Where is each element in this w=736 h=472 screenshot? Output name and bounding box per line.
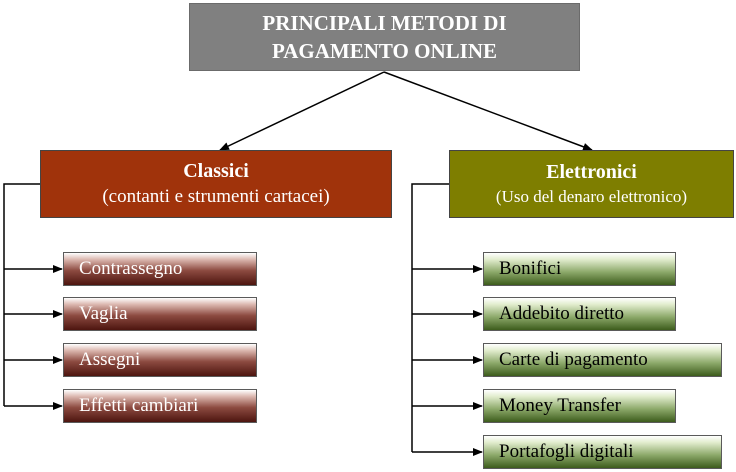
elettronici-heading: Elettronici xyxy=(546,160,637,183)
classici-item-vaglia: Vaglia xyxy=(63,297,257,331)
classici-item-label: Effetti cambiari xyxy=(79,395,199,416)
elettronici-subtitle: (Uso del denaro elettronico) xyxy=(495,186,688,206)
classici-item-label: Vaglia xyxy=(79,303,128,324)
classici-trunk-line xyxy=(3,183,40,406)
diagram-title-line-2: PAGAMENTO ONLINE xyxy=(272,39,497,63)
elettronici-item-label: Money Transfer xyxy=(499,395,621,416)
elettronici-category-box: Elettronici (Uso del denaro elettronico) xyxy=(449,150,734,218)
elettronici-item-label: Bonifici xyxy=(499,258,562,279)
classici-item-effetti-cambiari: Effetti cambiari xyxy=(63,389,257,423)
elettronici-item-label: Addebito diretto xyxy=(499,303,625,324)
elettronici-item-carte-di-pagamento: Carte di pagamento xyxy=(483,343,722,377)
elettronici-item-money-transfer: Money Transfer xyxy=(483,389,676,423)
elettronici-item-bonifici: Bonifici xyxy=(483,252,676,286)
elettronici-item-addebito-diretto: Addebito diretto xyxy=(483,297,676,331)
arrow-to-classici xyxy=(219,71,385,151)
elettronici-trunk-line xyxy=(411,183,449,452)
classici-item-label: Assegni xyxy=(79,349,141,370)
classici-heading: Classici xyxy=(183,159,249,182)
arrow-to-elettronici xyxy=(383,71,593,151)
diagram-title-line-1: PRINCIPALI METODI DI xyxy=(262,11,507,35)
classici-item-assegni: Assegni xyxy=(63,343,257,377)
classici-item-label: Contrassegno xyxy=(79,258,183,279)
diagram-title-box: PRINCIPALI METODI DI PAGAMENTO ONLINE xyxy=(189,3,580,71)
elettronici-item-label: Carte di pagamento xyxy=(499,349,648,370)
elettronici-item-label: Portafogli digitali xyxy=(499,441,634,462)
classici-item-contrassegno: Contrassegno xyxy=(63,252,257,286)
classici-category-box: Classici (contanti e strumenti cartacei) xyxy=(40,150,392,218)
classici-subtitle: (contanti e strumenti cartacei) xyxy=(102,185,330,207)
elettronici-item-portafogli-digitali: Portafogli digitali xyxy=(483,435,722,469)
